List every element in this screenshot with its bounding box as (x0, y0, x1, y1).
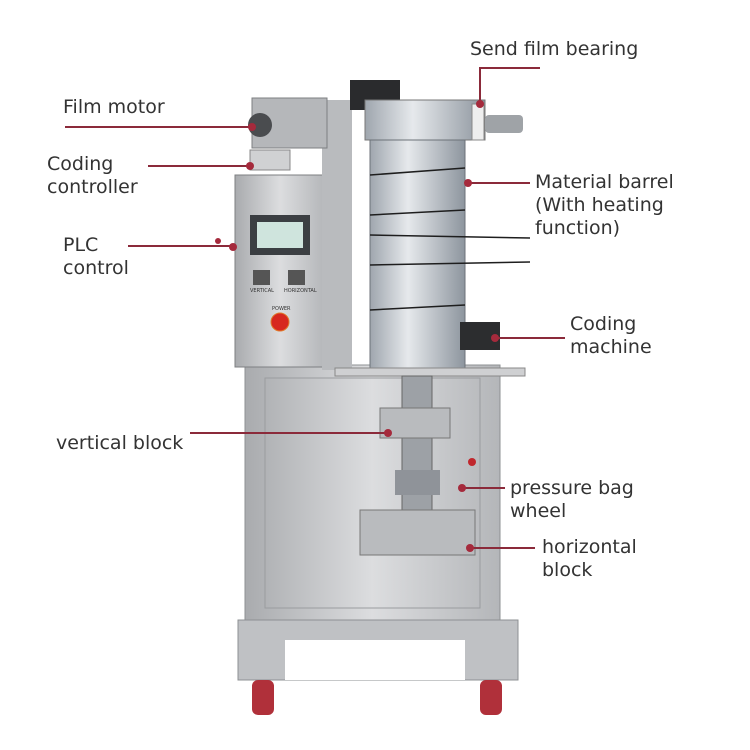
knob (468, 458, 476, 466)
label-send-film-bearing: Send film bearing (470, 38, 639, 60)
film-motor (248, 113, 272, 137)
film-wrap-lines (369, 167, 531, 311)
shelf (334, 367, 526, 377)
label-coding-controller: Coding controller (47, 153, 138, 199)
label-material-barrel: Material barrel (With heating function) (535, 171, 674, 240)
vertical-temp-controller (253, 270, 270, 285)
label-line: PLC (63, 234, 99, 256)
label-line: machine (570, 336, 652, 358)
leader-dots (215, 100, 499, 552)
label-line: wheel (510, 500, 567, 522)
caster-wheels (252, 680, 502, 715)
label-line: function) (535, 217, 621, 239)
label-line: block (542, 559, 593, 581)
label-line: Coding (47, 153, 114, 175)
label-vertical-block: vertical block (56, 432, 184, 454)
horizontal-temp-controller (288, 270, 305, 285)
forming-tube (401, 375, 433, 527)
power-label: POWER (272, 306, 291, 312)
label-horizontal-block: horizontal block (542, 536, 637, 582)
label-line: controller (47, 176, 138, 198)
label-pressure-bag-wheel: pressure bag wheel (510, 477, 634, 523)
label-plc-control: PLC control (63, 234, 129, 280)
label-line: pressure bag (510, 477, 634, 499)
label-line: (With heating (535, 194, 664, 216)
label-film-motor: Film motor (63, 96, 165, 118)
film-roll (364, 99, 486, 141)
bearing-collar (471, 103, 485, 141)
coding-controller-box (249, 149, 291, 171)
label-line: Material barrel (535, 171, 674, 193)
material-barrel (369, 139, 466, 371)
touch-screen (257, 222, 303, 248)
pressure-bag-wheel (395, 470, 440, 495)
label-coding-machine: Coding machine (570, 313, 652, 359)
label-line: Coding (570, 313, 637, 335)
label-line: control (63, 257, 129, 279)
label-line: horizontal (542, 536, 637, 558)
base-cabinet (237, 364, 519, 681)
vertical-label: VERTICAL (250, 288, 274, 294)
send-film-bearing (485, 115, 523, 133)
plc-control-panel (234, 174, 326, 368)
horizontal-block (359, 509, 476, 556)
power-button[interactable] (270, 312, 290, 332)
horizontal-label: HORIZONTAL (284, 288, 317, 294)
leader-lines (65, 67, 565, 549)
